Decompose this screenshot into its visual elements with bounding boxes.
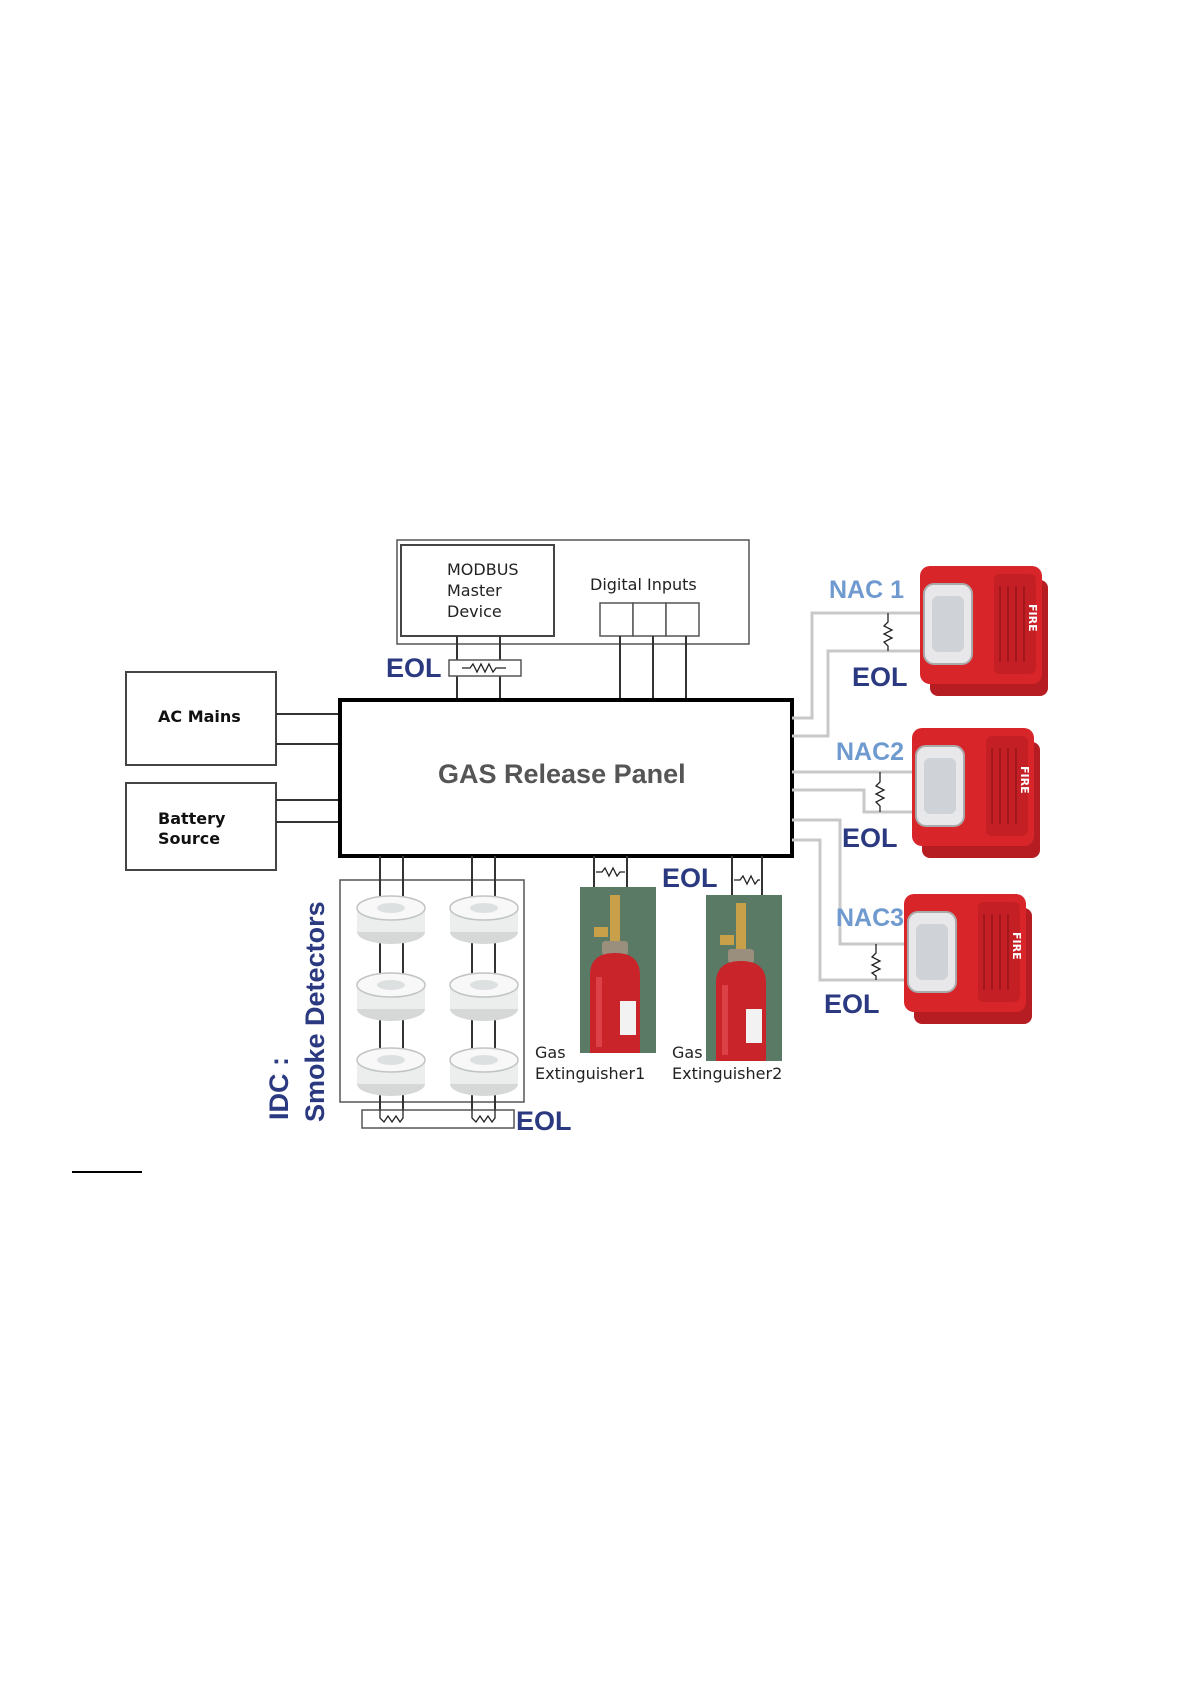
digital-input-terminals <box>600 603 699 636</box>
extinguisher-1-wires <box>594 856 627 890</box>
digital-inputs-label: Digital Inputs <box>590 575 697 594</box>
battery-label-line2: Source <box>158 829 220 848</box>
gas-extinguisher-1 <box>580 887 656 1053</box>
footnote-rule <box>72 1171 142 1173</box>
modbus-label-line1: MODBUS <box>447 560 519 579</box>
nac1-eol-label: EOL <box>852 662 908 692</box>
horn-strobe-1: FIRE <box>920 566 1048 696</box>
horn-strobe-3-fire-text: FIRE <box>1010 932 1023 960</box>
extinguisher-2-label-line1: Gas <box>672 1043 703 1062</box>
gas-extinguisher-2 <box>706 895 782 1061</box>
idc-eol-box <box>362 1110 514 1128</box>
idc-label-line2: Smoke Detectors <box>300 901 330 1122</box>
panel-title: GAS Release Panel <box>438 759 686 789</box>
ac-mains-wires <box>276 714 340 744</box>
horn-strobe-1-fire-text: FIRE <box>1026 604 1039 632</box>
ac-mains-label: AC Mains <box>158 707 241 726</box>
modbus-eol-resistor-box <box>449 660 521 676</box>
horn-strobe-2-fire-text: FIRE <box>1018 766 1031 794</box>
extinguisher-2-label-line2: Extinguisher2 <box>672 1064 782 1083</box>
modbus-label-line3: Device <box>447 602 502 621</box>
nac3-label: NAC3 <box>836 904 904 932</box>
modbus-eol-label: EOL <box>386 653 442 683</box>
extinguisher-eol-label: EOL <box>662 863 718 893</box>
digital-input-wires <box>620 636 686 700</box>
battery-wires <box>276 800 340 822</box>
horn-strobe-3: FIRE <box>904 894 1032 1024</box>
modbus-label-line2: Master <box>447 581 502 600</box>
extinguisher-1-label-line1: Gas <box>535 1043 566 1062</box>
nac2-label: NAC2 <box>836 738 904 766</box>
battery-label-line1: Battery <box>158 809 226 828</box>
extinguisher-2-wires <box>732 856 762 898</box>
extinguisher-1-label-line2: Extinguisher1 <box>535 1064 645 1083</box>
nac3-eol-label: EOL <box>824 989 880 1019</box>
nac2-eol-label: EOL <box>842 823 898 853</box>
nac1-label: NAC 1 <box>829 576 904 604</box>
horn-strobe-2: FIRE <box>912 728 1040 858</box>
idc-label-line1: IDC : <box>264 1057 294 1120</box>
idc-eol-label: EOL <box>516 1106 572 1136</box>
